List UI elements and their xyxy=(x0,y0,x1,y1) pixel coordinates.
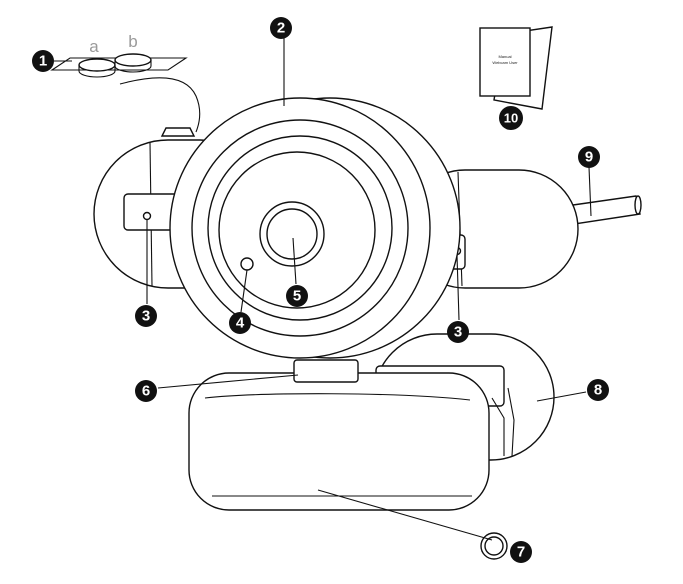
callout-1-label: 1 xyxy=(39,53,47,70)
callout-5: 5 xyxy=(286,285,308,307)
callout-3-right: 3 xyxy=(447,321,469,343)
callout-4-label: 4 xyxy=(236,315,245,332)
callout-3-right-label: 3 xyxy=(454,324,462,341)
camera-lens xyxy=(259,201,325,267)
callout-8: 8 xyxy=(587,379,609,401)
callout-1: 1 xyxy=(32,50,54,72)
indicator-light xyxy=(240,257,254,271)
callout-6: 6 xyxy=(135,380,157,402)
pad-a-label: a xyxy=(89,37,99,56)
privacy-cover-pads: a b xyxy=(50,32,201,133)
manual-title: Manual xyxy=(498,54,511,59)
callout-3-left: 3 xyxy=(135,305,157,327)
callout-10-label: 10 xyxy=(504,111,518,126)
callout-9: 9 xyxy=(578,146,600,168)
lens-cap xyxy=(480,532,508,560)
pad-b-label: b xyxy=(128,32,137,51)
callout-10: 10 xyxy=(499,106,523,130)
callout-8-label: 8 xyxy=(594,382,602,399)
callout-9-label: 9 xyxy=(585,149,593,166)
user-manual: Manual Webcam User xyxy=(479,26,553,110)
callout-3-left-label: 3 xyxy=(142,308,150,325)
callout-6-label: 6 xyxy=(142,383,150,400)
callout-2: 2 xyxy=(270,17,292,39)
callout-2-label: 2 xyxy=(277,20,285,37)
callout-4: 4 xyxy=(229,312,251,334)
callout-5-label: 5 xyxy=(293,288,301,305)
swivel-joint xyxy=(293,359,359,383)
manual-subtitle: Webcam User xyxy=(492,60,518,65)
leader-lines xyxy=(54,38,592,541)
front-clip xyxy=(188,372,490,511)
callout-7-label: 7 xyxy=(517,544,525,561)
callout-7: 7 xyxy=(510,541,532,563)
